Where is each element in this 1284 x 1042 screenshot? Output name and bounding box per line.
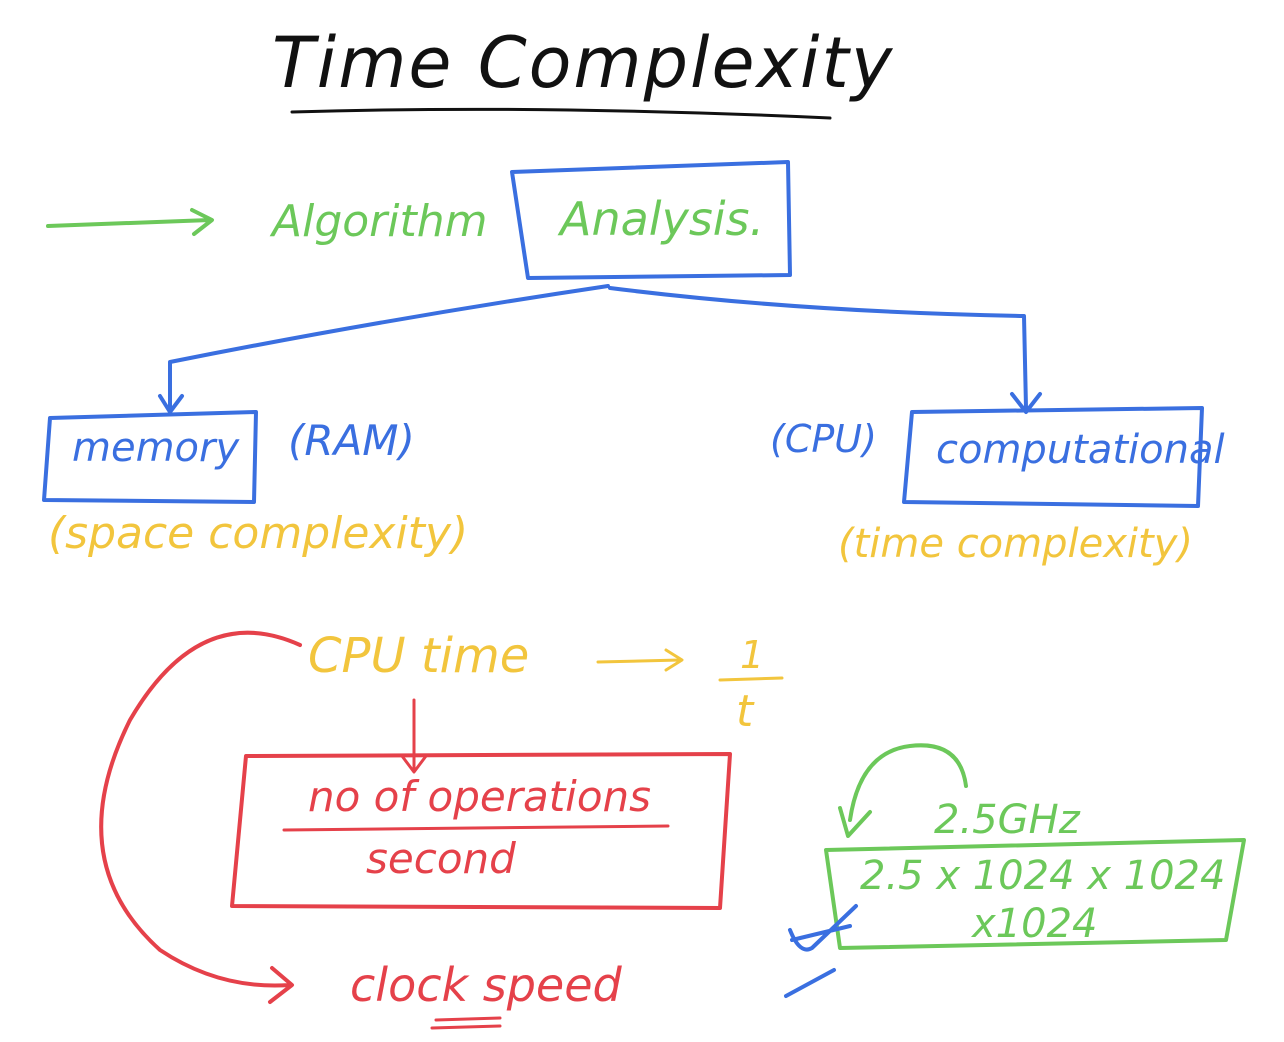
algorithm-label: Algorithm	[272, 196, 488, 247]
ram-label: (RAM)	[288, 416, 415, 465]
memory-box	[42, 410, 258, 504]
time-complexity-label: (time complexity)	[838, 521, 1193, 567]
cpu-time-label: CPU time	[308, 628, 530, 684]
title-underline	[290, 107, 832, 120]
green-arrow	[46, 208, 214, 236]
ghz-loop-arrow	[838, 743, 968, 838]
fraction-numerator: 1	[740, 633, 765, 677]
operations-denominator: second	[366, 834, 516, 883]
branch-left	[158, 284, 610, 414]
cpu-time-arrow	[596, 648, 684, 672]
down-arrow	[400, 698, 428, 774]
clock-speed-label: clock speed	[350, 958, 622, 1012]
computational-label: computational	[936, 427, 1225, 473]
operations-numerator: no of operations	[308, 772, 652, 821]
fraction-denominator: t	[736, 686, 754, 737]
ghz-label: 2.5GHz	[934, 797, 1080, 843]
check-mark-2	[784, 968, 836, 998]
operations-box	[230, 752, 732, 910]
branch-right	[608, 286, 1042, 414]
space-complexity-label: (space complexity)	[48, 508, 469, 559]
ghz-expansion-line2: x1024	[972, 901, 1098, 947]
page-title: Time Complexity	[272, 22, 895, 104]
analysis-box	[510, 160, 792, 280]
clock-speed-underline	[430, 1016, 502, 1030]
analysis-label: Analysis.	[560, 192, 765, 246]
operations-fraction-bar	[282, 824, 670, 832]
memory-label: memory	[72, 425, 240, 471]
fraction-bar	[718, 676, 784, 682]
ghz-box	[824, 838, 1246, 950]
computational-box	[902, 406, 1204, 508]
clock-speed-curve	[99, 630, 302, 1004]
check-mark-1	[788, 904, 858, 952]
cpu-label: (CPU)	[770, 417, 877, 461]
ghz-expansion-line1: 2.5 x 1024 x 1024	[860, 853, 1226, 899]
